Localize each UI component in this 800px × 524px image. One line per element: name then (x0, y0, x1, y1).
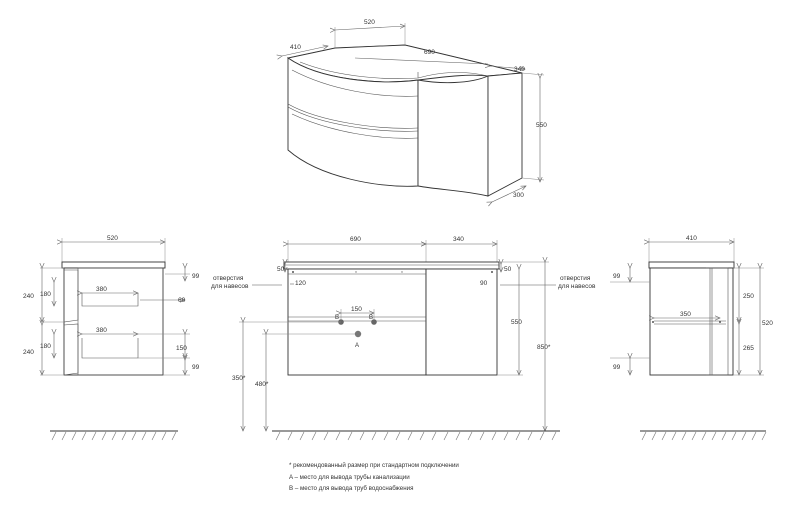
front-dim-850: 850* (537, 344, 551, 351)
marker-b-left-label: B (335, 315, 339, 321)
floor-hatch-left (51, 431, 177, 441)
marker-b-right-label: B (369, 315, 373, 321)
mount-note-left-1: отверстия (213, 275, 244, 282)
mount-hole-left (292, 271, 294, 273)
side-left-width: 520 (107, 235, 118, 242)
note-a: A – место для вывода трубы канализации (289, 473, 410, 481)
front-dim-480: 480* (255, 381, 269, 388)
side-right-dim-265: 265 (743, 345, 754, 352)
front-dim-350: 350* (232, 375, 246, 382)
iso-dim-690: 690 (424, 49, 435, 56)
side-right-dim-250: 250 (743, 293, 754, 300)
front-dim-550: 550 (511, 319, 522, 326)
side-left-dim-240a: 240 (23, 293, 34, 300)
side-left-dim-180b: 180 (40, 343, 51, 350)
marker-a (354, 330, 362, 338)
side-left-dim-60: 60 (178, 297, 186, 304)
left-side-view: 520 240 180 380 99 60 240 180 380 (23, 235, 200, 441)
side-left-dim-180a: 180 (40, 291, 51, 298)
side-left-dim-99a: 99 (192, 273, 200, 280)
side-right-dim-99b: 99 (613, 364, 621, 371)
front-dim-50-right: 50 (504, 266, 512, 273)
side-left-dim-380a: 380 (96, 286, 107, 293)
note-recommended: * рекомендованный размер при стандартном… (289, 462, 459, 469)
mount-note-right-2: для навесов (558, 283, 596, 290)
notes-block: * рекомендованный размер при стандартном… (289, 460, 459, 495)
side-right-width: 410 (686, 235, 697, 242)
front-width-side: 340 (453, 236, 464, 243)
front-view: 690 340 B B A 150 отверстия для навесов (211, 236, 596, 441)
iso-dim-410: 410 (290, 44, 301, 51)
mount-hole-right (491, 271, 493, 273)
front-dim-90: 90 (480, 280, 488, 287)
side-right-dim-350: 350 (680, 311, 691, 318)
side-left-dim-150: 150 (176, 345, 187, 352)
iso-dim-550: 550 (536, 122, 547, 129)
side-right-dim-520: 520 (762, 320, 773, 327)
marker-a-label: A (355, 343, 359, 349)
front-dim-120: 120 (295, 280, 306, 287)
mount-note-right-1: отверстия (560, 275, 591, 282)
iso-dim-520: 520 (364, 19, 375, 26)
side-left-dim-240b: 240 (23, 349, 34, 356)
front-dim-150: 150 (351, 306, 362, 313)
marker-b-right (371, 319, 377, 325)
front-dim-50-left: 50 (277, 266, 285, 273)
isometric-view: 520 410 690 340 550 300 (282, 19, 547, 202)
front-width-main: 690 (350, 236, 361, 243)
floor-hatch-right (641, 431, 767, 441)
mount-note-left-2: для навесов (211, 283, 249, 290)
side-right-dim-99a: 99 (613, 273, 621, 280)
iso-dim-300: 300 (513, 192, 524, 199)
iso-dim-340: 340 (514, 66, 525, 73)
side-left-dim-99b: 99 (192, 364, 200, 371)
note-b: B – место для вывода труб водоснабжения (289, 485, 414, 492)
floor-hatch-front (275, 431, 557, 441)
side-left-dim-380b: 380 (96, 327, 107, 334)
right-side-view: 410 350 99 99 250 520 265 (610, 235, 773, 441)
